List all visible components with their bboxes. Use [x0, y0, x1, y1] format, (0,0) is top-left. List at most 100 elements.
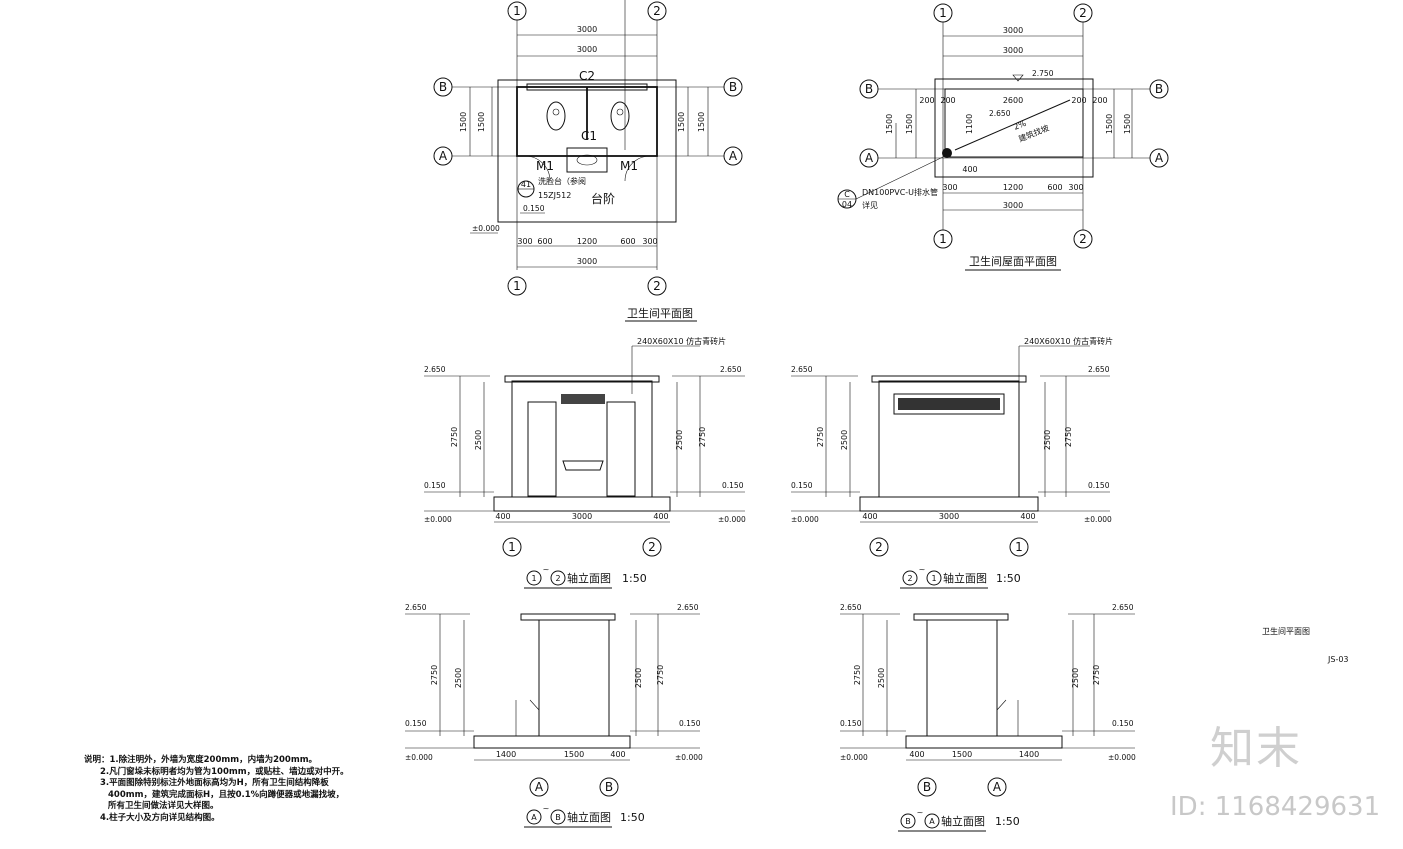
- dim-text: 1500: [952, 750, 972, 759]
- dim-text: 1500: [1123, 114, 1132, 134]
- axis-label-B-right: B: [1155, 82, 1163, 96]
- dim-text: 2500: [454, 668, 463, 688]
- axis-label-B: B: [439, 80, 447, 94]
- general-notes: 说明：1.除注明外，外墙为宽度200mm，内墙为200mm。 2.凡门窗垛未标明…: [84, 755, 349, 824]
- label-c1: C1: [581, 129, 597, 143]
- level-000-left: ±0.000: [791, 515, 819, 524]
- axis-label-1-bottom: 1: [939, 232, 947, 246]
- dim-text: 1200: [1003, 183, 1023, 192]
- dim-text: 2750: [656, 665, 665, 685]
- sheet-number: JS-03: [1328, 655, 1349, 664]
- level-2650-right: 2.650: [1112, 603, 1134, 612]
- dim-text: 3000: [572, 512, 592, 521]
- axis-bubble-1-bottom: [933, 229, 953, 249]
- vent-window: [893, 393, 1005, 415]
- dim-text: 3000: [1003, 26, 1023, 35]
- watermark-logo: 知末: [1210, 723, 1302, 774]
- label-step: 台阶: [591, 191, 615, 206]
- axis-label-1: 1: [508, 540, 516, 554]
- elev12-title: 轴立面图: [567, 571, 611, 585]
- dim-text: 2500: [675, 430, 684, 450]
- axis-bubble-1-bottom: [507, 276, 527, 296]
- washbasin: [566, 147, 608, 173]
- axis-label-A: A: [993, 780, 1002, 794]
- door-right: [606, 401, 636, 497]
- axis-bubble-B: [599, 777, 619, 797]
- roof-cap: [504, 375, 660, 383]
- title-axis-B: B: [905, 817, 911, 826]
- elevation-1-2: 240X60X10 仿古青砖片 2750 2500 2500 2750 2.65…: [424, 336, 746, 589]
- level-2650-right: 2.650: [720, 365, 742, 374]
- level-2650-left: 2.650: [405, 603, 427, 612]
- dim-text: 1500: [677, 112, 686, 132]
- axis-label-2: 2: [648, 540, 656, 554]
- level-000-right: ±0.000: [675, 753, 703, 762]
- dim-text: 2600: [1003, 96, 1023, 105]
- axis-label-B: B: [923, 780, 931, 794]
- title-axis-2: 2: [907, 574, 912, 583]
- svg-text:~: ~: [919, 565, 926, 574]
- dim-text: 400: [653, 512, 668, 521]
- base-platform: [859, 496, 1039, 512]
- axis-bubble-2-bottom: [1073, 229, 1093, 249]
- dim-text: 2750: [816, 427, 825, 447]
- dim-text: 200: [1092, 96, 1107, 105]
- dim-text: 400: [962, 165, 977, 174]
- axis-bubble-1: [1009, 537, 1029, 557]
- dim-text: 600: [620, 237, 635, 246]
- roof-parapet: [944, 88, 1084, 158]
- washbasin-note: 洗脸台（参阅: [538, 176, 586, 186]
- dim-text: 2500: [1043, 430, 1052, 450]
- svg-text:~: ~: [917, 808, 924, 817]
- elev21-scale: 1:50: [996, 572, 1021, 585]
- dim-text: 600: [537, 237, 552, 246]
- brick-wall: [538, 619, 610, 737]
- axis-label-2: 2: [1079, 6, 1087, 20]
- axis-bubble-B: [917, 777, 937, 797]
- level-2650-right: 2.650: [1088, 365, 1110, 374]
- toilet-right: [610, 101, 630, 131]
- axis-label-2-bottom: 2: [1079, 232, 1087, 246]
- level-0150-right: 0.150: [722, 481, 744, 490]
- axis-bubble-1: [502, 537, 522, 557]
- axis-label-A-right: A: [1155, 151, 1164, 165]
- dim-text: 1500: [697, 112, 706, 132]
- title-axis-A: A: [929, 817, 935, 826]
- dim-text: 300: [942, 183, 957, 192]
- svg-text:~: ~: [543, 565, 550, 574]
- level-000-right: ±0.000: [718, 515, 746, 524]
- title-axis-1: 1: [931, 574, 936, 583]
- dim-text: 3000: [577, 25, 597, 34]
- base-platform: [493, 496, 671, 512]
- level-0150-right: 0.150: [679, 719, 701, 728]
- roof-outline: [934, 78, 1094, 178]
- level-000-left: ±0.000: [424, 515, 452, 524]
- axis-bubble-A: [529, 777, 549, 797]
- axis-label-1: 1: [939, 6, 947, 20]
- dim-text: 300: [517, 237, 532, 246]
- dim-text: 3000: [577, 257, 597, 266]
- note-line: 400mm，建筑完成面标H，且按0.1%向蹲便器或地漏找坡，: [108, 789, 345, 800]
- toilet-left: [546, 101, 566, 131]
- title-axis-B: B: [555, 813, 561, 822]
- material-note: 240X60X10 仿古青砖片: [637, 336, 726, 346]
- dim-text: 1500: [477, 112, 486, 132]
- dim-text: 200: [1071, 96, 1086, 105]
- detail-ref-top: C: [844, 190, 850, 199]
- label-c2: C2: [579, 69, 595, 83]
- elevAB-scale: 1:50: [620, 811, 645, 824]
- axis-label-A: A: [439, 149, 448, 163]
- level-000-left: ±0.000: [405, 753, 433, 762]
- dim-text: 300: [1068, 183, 1083, 192]
- dim-text: 2500: [840, 430, 849, 450]
- roof-cap: [913, 613, 1009, 621]
- drain-note: DN100PVC-U排水管: [862, 187, 938, 197]
- watermark-id: ID: 1168429631: [1170, 792, 1381, 822]
- dim-text: 1400: [1019, 750, 1039, 759]
- axis-label-A-right: A: [729, 149, 738, 163]
- dim-text: 1400: [496, 750, 516, 759]
- base-platform: [905, 735, 1063, 749]
- note-line: 4.柱子大小及方向详见结构图。: [100, 812, 220, 823]
- slope-value: 2%: [1012, 119, 1028, 132]
